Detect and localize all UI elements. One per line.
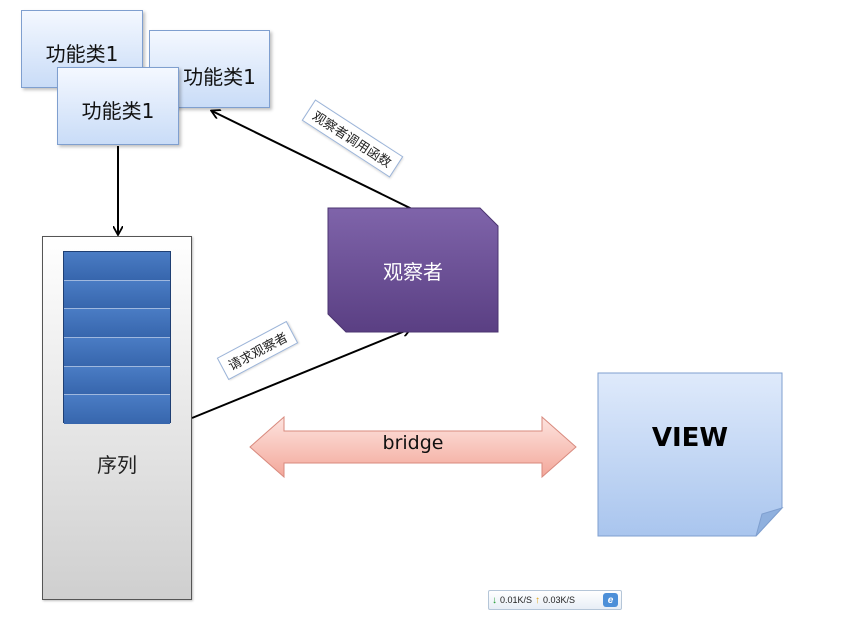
upload-arrow-icon: ↑: [535, 594, 541, 606]
queue-cell: [64, 309, 170, 338]
queue-label: 序列: [97, 453, 137, 477]
queue-cell: [64, 280, 170, 310]
queue-container: 序列: [42, 236, 192, 600]
queue-cell: [64, 366, 170, 396]
upload-speed: 0.03K/S: [543, 595, 576, 605]
observer-shape: [327, 207, 499, 333]
view-shape: [597, 372, 783, 537]
queue-cell: [64, 337, 170, 367]
bridge-arrow: [249, 415, 577, 479]
arrow-queue-to-observer: [191, 329, 410, 419]
view-label: VIEW: [651, 423, 729, 453]
queue-stack: [63, 251, 171, 424]
function-label-3: 功能类1: [81, 99, 155, 123]
function-box-3: 功能类1: [57, 67, 179, 145]
browser-icon[interactable]: e: [603, 593, 618, 607]
function-label-1: 功能类1: [45, 42, 119, 66]
download-speed: 0.01K/S: [500, 595, 533, 605]
download-arrow-icon: ↓: [492, 594, 497, 606]
arrow-observer-to-function: [212, 111, 413, 210]
view-fold: [755, 506, 784, 537]
queue-cell: [64, 252, 170, 281]
bridge-label: bridge: [382, 432, 444, 454]
network-speed-widget[interactable]: ↓ 0.01K/S ↑ 0.03K/S e: [488, 590, 622, 610]
observer-label: 观察者: [383, 259, 443, 284]
queue-cell: [64, 395, 170, 424]
function-label-2: 功能类1: [183, 65, 256, 89]
